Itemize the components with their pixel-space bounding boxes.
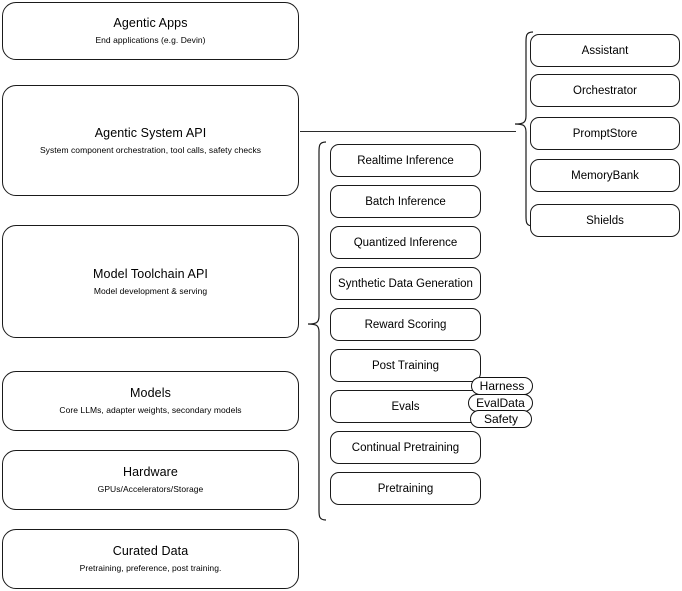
chip-promptstore[interactable]: PromptStore [530, 117, 680, 150]
brace-toolchain-capabilities [307, 141, 327, 521]
layer-model-toolchain-api[interactable]: Model Toolchain API Model development & … [2, 225, 299, 338]
layer-subtitle: Core LLMs, adapter weights, secondary mo… [59, 405, 242, 415]
chip-label: Assistant [581, 44, 629, 57]
chip-label: Continual Pretraining [351, 441, 460, 454]
connector-agentic-system-to-components [300, 131, 516, 133]
layer-subtitle: GPUs/Accelerators/Storage [97, 484, 204, 494]
layer-subtitle: System component orchestration, tool cal… [39, 144, 262, 155]
chip-quantized-inference[interactable]: Quantized Inference [330, 226, 481, 259]
chip-label: Orchestrator [573, 84, 637, 97]
chip-label: Realtime Inference [357, 154, 454, 167]
tag-safety[interactable]: Safety [470, 410, 532, 428]
tag-label: Harness [479, 379, 525, 393]
chip-label: Synthetic Data Generation [338, 277, 473, 290]
layer-agentic-apps[interactable]: Agentic Apps End applications (e.g. Devi… [2, 2, 299, 60]
chip-pretraining[interactable]: Pretraining [330, 472, 481, 505]
chip-reward-scoring[interactable]: Reward Scoring [330, 308, 481, 341]
layer-curated-data[interactable]: Curated Data Pretraining, preference, po… [2, 529, 299, 589]
chip-shields[interactable]: Shields [530, 204, 680, 237]
brace-agentic-components [514, 31, 534, 227]
chip-memorybank[interactable]: MemoryBank [530, 159, 680, 192]
chip-label: Quantized Inference [353, 236, 458, 249]
chip-label: Pretraining [377, 482, 434, 495]
layer-title: Model Toolchain API [93, 266, 208, 281]
tag-label: Safety [483, 412, 519, 426]
chip-realtime-inference[interactable]: Realtime Inference [330, 144, 481, 177]
tag-label: EvalData [476, 396, 525, 410]
chip-label: Evals [391, 400, 420, 413]
layer-title: Models [130, 386, 171, 400]
chip-label: Reward Scoring [364, 318, 447, 331]
layer-agentic-system-api[interactable]: Agentic System API System component orch… [2, 85, 299, 196]
chip-continual-pretraining[interactable]: Continual Pretraining [330, 431, 481, 464]
chip-evals[interactable]: Evals [330, 390, 481, 423]
chip-label: PromptStore [572, 127, 638, 140]
layer-hardware[interactable]: Hardware GPUs/Accelerators/Storage [2, 450, 299, 510]
layer-title: Curated Data [112, 544, 189, 558]
layer-title: Agentic System API [94, 125, 207, 140]
chip-label: MemoryBank [571, 169, 639, 182]
layer-subtitle: End applications (e.g. Devin) [95, 35, 206, 45]
chip-label: Shields [586, 214, 624, 227]
chip-label: Post Training [371, 359, 440, 372]
chip-batch-inference[interactable]: Batch Inference [330, 185, 481, 218]
tag-evaldata[interactable]: EvalData [468, 394, 533, 412]
chip-post-training[interactable]: Post Training [330, 349, 481, 382]
chip-label: Batch Inference [365, 195, 446, 208]
tag-harness[interactable]: Harness [471, 377, 533, 395]
layer-title: Hardware [123, 465, 178, 479]
chip-synthetic-data-generation[interactable]: Synthetic Data Generation [330, 267, 481, 300]
layer-title: Agentic Apps [113, 16, 188, 30]
chip-orchestrator[interactable]: Orchestrator [530, 74, 680, 107]
chip-assistant[interactable]: Assistant [530, 34, 680, 67]
layer-subtitle: Model development & serving [93, 285, 208, 296]
layer-subtitle: Pretraining, preference, post training. [79, 563, 222, 573]
layer-models[interactable]: Models Core LLMs, adapter weights, secon… [2, 371, 299, 431]
